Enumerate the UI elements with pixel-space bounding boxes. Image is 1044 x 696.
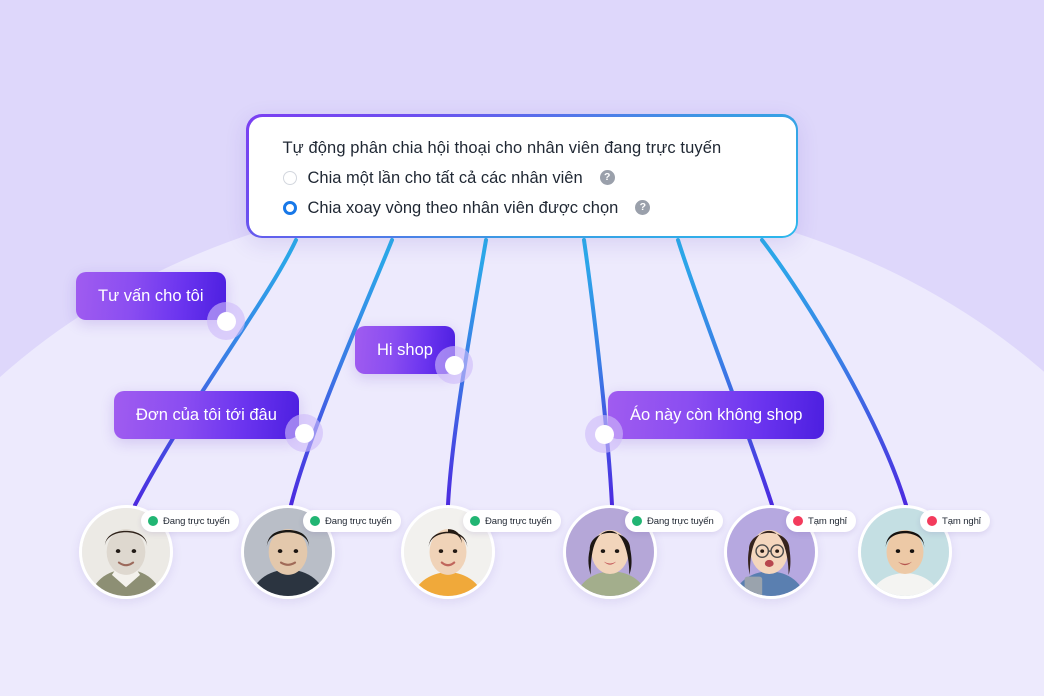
connector-4 (582, 238, 614, 507)
status-badge: Đang trực tuyến (625, 510, 723, 532)
status-label: Đang trực tuyến (485, 515, 552, 527)
message-bubble-text: Hi shop (377, 340, 433, 359)
avatar-image (82, 508, 170, 596)
page-title: Tự động phân chia hội thoại cho nhân viê… (282, 138, 722, 157)
agent-card[interactable]: Tạm nghỉ (724, 505, 856, 599)
status-badge: Đang trực tuyến (303, 510, 401, 532)
message-bubble[interactable]: Tư vấn cho tôi (76, 272, 226, 320)
connector-5 (676, 238, 774, 507)
message-bubble[interactable]: Áo này còn không shop (608, 391, 825, 439)
status-dot-away (793, 516, 803, 526)
agent-card[interactable]: Đang trực tuyến (241, 505, 401, 599)
status-label: Tạm nghỉ (942, 515, 981, 527)
connector-node (585, 415, 623, 453)
connector-node (207, 302, 245, 340)
message-bubble-text: Tư vấn cho tôi (98, 286, 204, 305)
agent-card[interactable]: Đang trực tuyến (401, 505, 561, 599)
radio-icon-unselected[interactable] (282, 170, 297, 185)
radio-icon-selected[interactable] (282, 200, 297, 215)
status-dot-online (632, 516, 642, 526)
avatar[interactable] (79, 505, 173, 599)
status-dot-away (927, 516, 937, 526)
status-badge: Đang trực tuyến (141, 510, 239, 532)
status-badge: Đang trực tuyến (463, 510, 561, 532)
status-label: Đang trực tuyến (325, 515, 392, 527)
auto-assign-card: Tự động phân chia hội thoại cho nhân viê… (246, 114, 798, 238)
agent-card[interactable]: Đang trực tuyến (563, 505, 723, 599)
radio-label-all-staff: Chia một lần cho tất cả các nhân viên (307, 168, 583, 187)
radio-label-round-robin: Chia xoay vòng theo nhân viên được chọn (307, 198, 619, 217)
auto-assign-card-body: Tự động phân chia hội thoại cho nhân viê… (248, 116, 796, 236)
connector-1 (133, 238, 298, 507)
radio-option-round-robin[interactable]: Chia xoay vòng theo nhân viên được chọn … (282, 198, 796, 218)
status-label: Tạm nghỉ (808, 515, 847, 527)
connector-node (285, 414, 323, 452)
connector-6 (760, 238, 908, 507)
status-dot-online (148, 516, 158, 526)
status-label: Đang trực tuyến (647, 515, 714, 527)
status-badge: Tạm nghỉ (786, 510, 856, 532)
status-dot-online (310, 516, 320, 526)
connector-2 (289, 238, 394, 507)
help-icon-all-staff[interactable]: ? (599, 170, 615, 185)
status-label: Đang trực tuyến (163, 515, 230, 527)
connector-node (435, 346, 473, 384)
message-bubble-text: Áo này còn không shop (630, 405, 803, 424)
agent-card[interactable]: Tạm nghỉ (858, 505, 990, 599)
status-dot-online (470, 516, 480, 526)
help-icon-round-robin[interactable]: ? (635, 200, 651, 215)
agent-card[interactable]: Đang trực tuyến (79, 505, 239, 599)
status-badge: Tạm nghỉ (920, 510, 990, 532)
message-bubble-text: Đơn của tôi tới đâu (136, 405, 277, 424)
message-bubble[interactable]: Đơn của tôi tới đâu (114, 391, 299, 439)
radio-option-all-staff[interactable]: Chia một lần cho tất cả các nhân viên ? (282, 168, 796, 188)
